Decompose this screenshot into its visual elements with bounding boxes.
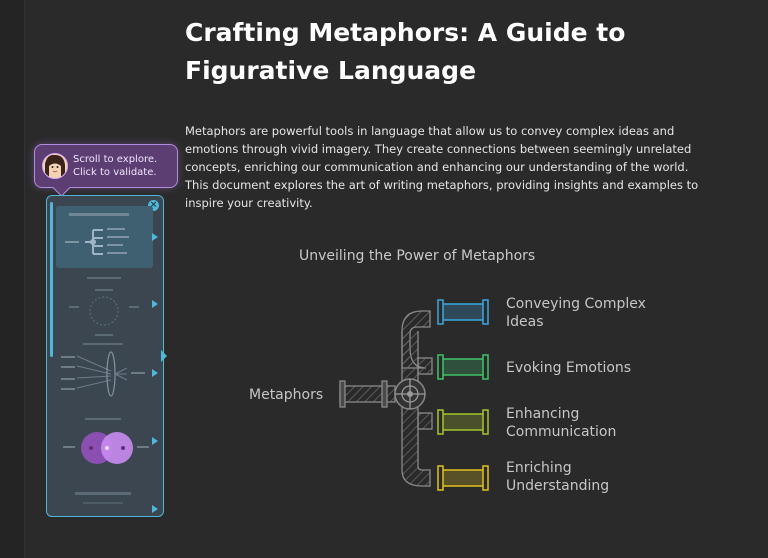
close-icon[interactable]: × [148, 200, 159, 211]
document-title: Crafting Metaphors: A Guide to Figurativ… [185, 18, 626, 85]
minimap-section-arrow[interactable] [152, 300, 158, 308]
left-edge-panel [0, 0, 25, 558]
branch-label-4: Enriching Understanding [506, 460, 610, 494]
minimap-active-section[interactable] [56, 206, 153, 268]
output-pipe-2 [437, 354, 489, 380]
tooltip-text: Scroll to explore. Click to validate. [73, 154, 158, 178]
diagram-source-label: Metaphors [249, 387, 324, 403]
tooltip-tail [52, 178, 71, 197]
branch-label-2: Evoking Emotions [506, 360, 632, 376]
output-pipe-1 [437, 299, 489, 325]
document-paragraph: Metaphors are powerful tools in language… [185, 124, 699, 210]
avatar [42, 153, 68, 179]
diagram-title: Unveiling the Power of Metaphors [299, 248, 536, 264]
branch-label-1: Conveying Complex Ideas [506, 296, 646, 330]
avatar-face-icon [43, 154, 67, 178]
minimap-section-arrow[interactable] [152, 437, 158, 445]
output-pipe-3 [437, 409, 489, 435]
minimap-section-arrow[interactable] [152, 369, 158, 377]
minimap-section-arrow[interactable] [152, 505, 158, 513]
page-minimap[interactable]: × [46, 195, 164, 517]
output-pipe-4 [437, 465, 489, 491]
metaphor-pipe-diagram [339, 299, 489, 491]
guide-tooltip[interactable]: Scroll to explore. Click to validate. [34, 144, 178, 197]
minimap-thumbnails [61, 213, 149, 504]
minimap-scroll-indicator[interactable] [50, 202, 53, 357]
branch-label-3: Enhancing Communication [506, 406, 617, 440]
minimap-section-arrow[interactable] [152, 233, 158, 241]
minimap-pointer [161, 350, 167, 362]
